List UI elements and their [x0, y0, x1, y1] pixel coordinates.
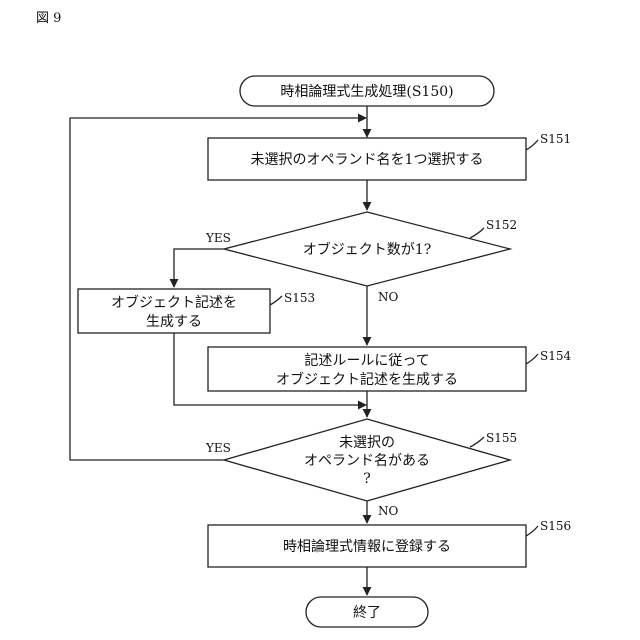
connector-s152-yes [174, 249, 224, 287]
decision-s155-label-2: オペランド名がある [304, 453, 430, 469]
branch-yes-s155: YES [205, 441, 231, 455]
callout-s151 [526, 140, 538, 150]
callout-s155 [470, 437, 484, 447]
callout-s153 [270, 296, 282, 305]
process-s154-label-1: 記述ルールに従って [304, 352, 429, 369]
process-s153-label-2: 生成する [146, 314, 202, 330]
step-id-s152: S152 [486, 218, 517, 232]
step-id-s155: S155 [486, 431, 517, 445]
process-s151-label: 未選択のオペランド名を1つ選択する [251, 152, 484, 168]
process-s153-label-1: オブジェクト記述を [111, 294, 237, 311]
step-id-s154: S154 [540, 349, 571, 363]
process-s154-label-2: オブジェクト記述を生成する [276, 371, 458, 388]
callout-s154 [526, 354, 538, 364]
end-label: 終了 [353, 605, 381, 621]
decision-s152-label: オブジェクト数が1? [303, 241, 431, 258]
start-label: 時相論理式生成処理(S150) [280, 84, 453, 100]
branch-no-s152: NO [378, 290, 399, 304]
process-s156-label: 時相論理式情報に登録する [283, 539, 451, 555]
branch-yes-s152: YES [205, 231, 231, 245]
callout-s156 [526, 526, 538, 536]
callout-s152 [470, 228, 484, 238]
decision-s155-label-1: 未選択の [339, 435, 395, 451]
step-id-s151: S151 [540, 132, 571, 146]
branch-no-s155: NO [378, 504, 399, 518]
step-id-s153: S153 [284, 291, 315, 305]
figure-label: 図 9 [36, 11, 61, 26]
decision-s155-label-3: ? [363, 471, 371, 487]
step-id-s156: S156 [540, 519, 571, 533]
